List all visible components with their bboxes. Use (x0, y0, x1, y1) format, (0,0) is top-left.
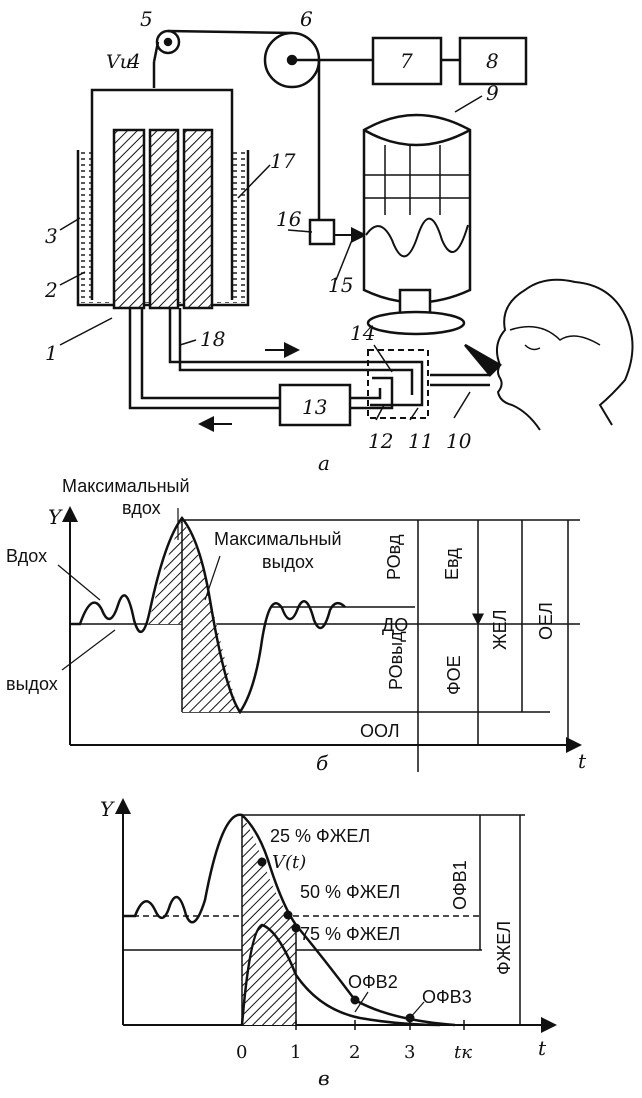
max-inhale-line2: вдох (122, 498, 161, 518)
kymograph-base (366, 310, 466, 336)
foe-label: ФОЕ (444, 655, 464, 695)
tick-0: 0 (236, 1042, 247, 1063)
tube-inhale (128, 308, 280, 410)
inner-cylinder-left (112, 128, 146, 310)
inner-cylinder-right (182, 128, 214, 310)
block-8 (458, 36, 528, 86)
label-8: 8 (486, 49, 499, 73)
caption-b: б (316, 751, 329, 775)
panel-c-graph (115, 798, 557, 1033)
volume-label: Vи (106, 51, 132, 73)
tick-3: 3 (404, 1042, 415, 1063)
panel-b-graph (57, 506, 582, 772)
max-exhale-line2: выдох (262, 552, 314, 572)
x-axis-label-b: t (578, 749, 587, 773)
curve-label: V(t) (272, 852, 306, 873)
fzhel-label: ФЖЕЛ (494, 921, 514, 975)
ro-vd-label: РОвд (384, 534, 404, 580)
patient-head (495, 278, 634, 431)
ofv1-label: ОФВ1 (450, 860, 470, 910)
nose-clip (464, 343, 503, 377)
tick-tk: tк (454, 1042, 472, 1063)
label-9: 9 (486, 81, 499, 105)
max-inhale-area (148, 520, 206, 624)
kymograph-drum (362, 113, 472, 304)
tick-2: 2 (349, 1042, 360, 1063)
inhale-label: Вдох (6, 546, 47, 566)
label-12: 12 (368, 429, 393, 453)
label-14: 14 (350, 321, 375, 345)
label-3: 3 (45, 224, 58, 248)
x-axis-label-c: t (538, 1036, 547, 1060)
panel-b-labels: Y t Максимальный вдох Максимальный выдох… (6, 476, 587, 775)
y-axis-label-b: Y (48, 505, 63, 529)
ro-vyd-label: РОвыд (386, 631, 406, 690)
ofv3-label: ОФВ3 (422, 987, 472, 1007)
label-4: 4 (127, 49, 141, 73)
label-17: 17 (270, 149, 296, 173)
panel-c-labels: Y t 0 1 2 3 tк 25 % ФЖЕЛ V(t) 50 % ФЖЕЛ … (100, 797, 547, 1090)
volume-curve (123, 813, 456, 1027)
panel-a-schematic (59, 29, 634, 432)
y-axis-label-c: Y (100, 797, 115, 821)
max-exhale-area (182, 580, 238, 712)
zhel-label: ЖЕЛ (490, 610, 510, 650)
pct50-label: 50 % ФЖЕЛ (300, 882, 400, 902)
ofv2-label: ОФВ2 (348, 972, 398, 992)
label-2: 2 (44, 278, 58, 302)
valve-box (367, 349, 429, 419)
level-do: ДО (382, 615, 408, 635)
label-13: 13 (302, 395, 327, 419)
e-vd-label: Евд (442, 548, 462, 580)
pen-16 (308, 218, 336, 246)
label-1: 1 (45, 341, 58, 365)
exhale-label: выдох (6, 674, 58, 694)
oel-label: ОЕЛ (536, 602, 556, 640)
flow-curve (240, 923, 441, 1027)
tube-exhale (178, 308, 414, 395)
breathing-curve (70, 515, 346, 715)
label-7: 7 (400, 49, 413, 73)
caption-a: а (318, 451, 330, 475)
block-13 (278, 383, 352, 427)
pct75-label: 75 % ФЖЕЛ (300, 924, 400, 944)
inner-cylinder-mid (148, 128, 180, 310)
forced-exhale-area (242, 815, 296, 1025)
panel-a-labels: 1 2 3 4 5 6 7 8 9 10 11 12 13 14 15 16 1… (44, 7, 499, 475)
label-5: 5 (140, 7, 153, 31)
max-inhale-line1: Максимальный (62, 476, 190, 496)
label-6: 6 (300, 7, 313, 31)
label-10: 10 (446, 429, 472, 453)
level-ool: ООЛ (360, 721, 400, 741)
label-15: 15 (328, 273, 353, 297)
block-7 (371, 36, 443, 86)
label-11: 11 (408, 429, 433, 453)
label-18: 18 (200, 327, 225, 351)
pct25-label: 25 % ФЖЕЛ (270, 826, 370, 846)
max-exhale-line1: Максимальный (214, 529, 342, 549)
label-16: 16 (276, 207, 302, 231)
caption-c: в (318, 1066, 330, 1090)
tick-1: 1 (290, 1042, 301, 1063)
